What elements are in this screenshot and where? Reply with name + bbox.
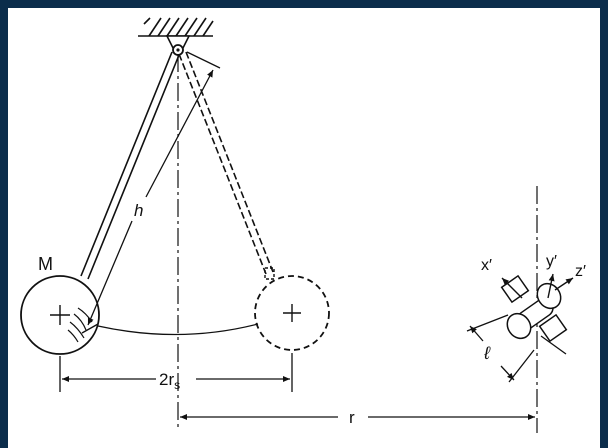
displaced-sphere — [254, 275, 330, 351]
size-dimension — [466, 314, 567, 383]
length-dimension — [81, 51, 221, 334]
mass-sphere — [20, 275, 100, 355]
diagram-canvas: M h — [8, 8, 600, 448]
pendulum-rod — [80, 51, 180, 280]
displaced-rod — [178, 51, 274, 275]
swing-distance-dimension — [59, 353, 293, 392]
separation-label: r — [349, 408, 355, 427]
axis-arrows — [501, 273, 574, 299]
axis-z-label: z′ — [575, 263, 586, 280]
detector-assembly — [500, 274, 568, 343]
swing-distance-subscript: s — [174, 378, 180, 392]
pendulum-diagram: M h — [20, 17, 586, 433]
axis-y-label: y′ — [546, 253, 557, 270]
length-label: h — [134, 201, 143, 220]
ceiling-support — [138, 17, 214, 37]
swing-arc — [97, 323, 259, 336]
swing-distance-main: 2r — [159, 370, 174, 389]
size-label: ℓ — [483, 343, 491, 363]
axis-x-label: x′ — [481, 257, 492, 274]
mass-label: M — [38, 254, 53, 274]
swing-distance-label: 2rs — [159, 370, 180, 392]
